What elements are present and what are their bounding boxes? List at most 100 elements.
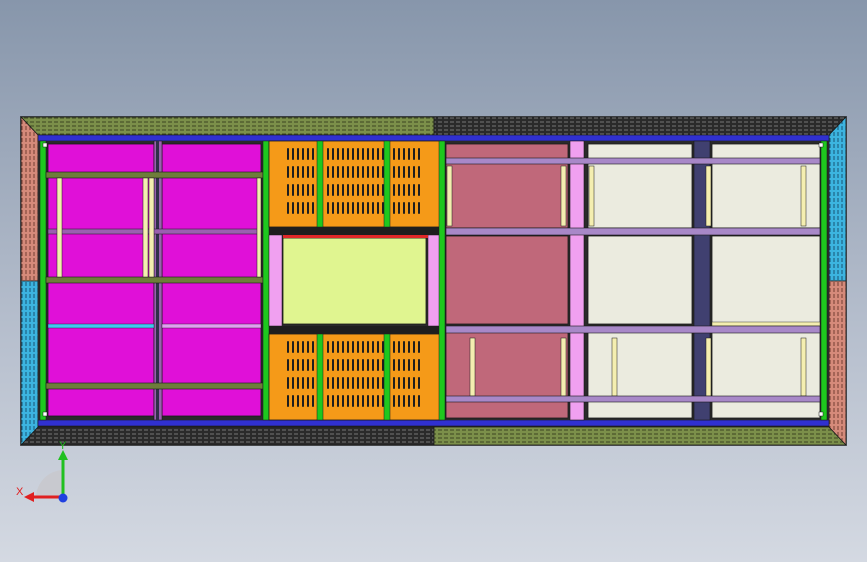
vent-slot xyxy=(372,184,374,196)
dark-crossbar-bottom xyxy=(269,326,441,334)
pale-post-1 xyxy=(56,177,63,278)
vent-slot xyxy=(357,202,359,214)
vent-slot xyxy=(312,166,314,178)
vent-slot xyxy=(287,184,289,196)
vent-slot xyxy=(382,359,384,371)
rose-post-4 xyxy=(560,337,567,397)
vent-slot xyxy=(357,377,359,389)
cream-post-6 xyxy=(800,337,807,397)
vent-slot xyxy=(398,341,400,353)
vent-slot xyxy=(403,184,405,196)
vent-slot xyxy=(312,377,314,389)
vent-slot xyxy=(403,202,405,214)
vent-slot xyxy=(307,341,309,353)
vent-slot xyxy=(413,166,415,178)
vent-slot xyxy=(393,395,395,407)
orange-panel-bottom xyxy=(268,333,442,421)
vent-slot xyxy=(377,166,379,178)
magenta-divider-horizontal xyxy=(47,228,262,235)
vent-slot xyxy=(382,341,384,353)
vent-slot xyxy=(362,359,364,371)
vent-slot xyxy=(377,148,379,160)
vent-slot xyxy=(352,202,354,214)
vent-slot xyxy=(337,148,339,160)
vent-slot xyxy=(352,184,354,196)
vent-slot xyxy=(297,202,299,214)
vent-slot xyxy=(292,359,294,371)
vent-slot xyxy=(342,166,344,178)
magenta-panel-tr xyxy=(161,143,262,231)
vent-slot xyxy=(403,359,405,371)
right-end-upper xyxy=(828,115,847,282)
vent-slot xyxy=(418,395,420,407)
vent-slot xyxy=(332,359,334,371)
vent-slot xyxy=(347,202,349,214)
vent-slot xyxy=(398,148,400,160)
vent-slot xyxy=(367,359,369,371)
rose-bay[interactable] xyxy=(445,140,585,421)
orange-bay-border-right xyxy=(438,140,446,421)
vent-slot xyxy=(327,148,329,160)
vent-slot xyxy=(342,202,344,214)
vent-slot xyxy=(418,148,420,160)
vent-slot xyxy=(408,377,410,389)
vent-slot xyxy=(312,202,314,214)
vent-slot xyxy=(357,341,359,353)
pale-post-3 xyxy=(148,177,155,278)
vent-slot xyxy=(297,184,299,196)
top-blue-rail xyxy=(37,134,830,142)
vent-slot xyxy=(297,341,299,353)
vent-slot xyxy=(347,395,349,407)
vent-slot xyxy=(352,359,354,371)
vent-slot xyxy=(292,341,294,353)
vent-slot xyxy=(367,166,369,178)
vent-slot xyxy=(418,341,420,353)
vent-slot xyxy=(352,166,354,178)
lime-panel xyxy=(282,237,427,325)
vent-slot xyxy=(292,166,294,178)
vent-slot xyxy=(357,184,359,196)
bottom-blue-rail xyxy=(37,419,830,427)
vent-slot xyxy=(302,184,304,196)
vent-slot xyxy=(372,395,374,407)
coordinate-triad[interactable]: X Y xyxy=(12,440,82,510)
top-border-right xyxy=(433,116,847,136)
lavender-rail-3 xyxy=(445,325,821,334)
vent-slot xyxy=(362,166,364,178)
vent-slot xyxy=(362,202,364,214)
vent-slot xyxy=(307,166,309,178)
vent-slot xyxy=(393,359,395,371)
vent-slot xyxy=(292,184,294,196)
vent-slot xyxy=(372,377,374,389)
vent-slot xyxy=(347,148,349,160)
cream-bay[interactable] xyxy=(587,140,828,421)
vent-slot xyxy=(398,166,400,178)
rose-post-2 xyxy=(560,165,567,227)
vent-slot xyxy=(302,359,304,371)
vent-slot xyxy=(377,341,379,353)
vent-slot xyxy=(377,359,379,371)
vent-slot xyxy=(342,359,344,371)
magenta-bay[interactable] xyxy=(39,140,270,421)
vent-slot xyxy=(312,359,314,371)
vent-slot xyxy=(408,359,410,371)
vent-slot xyxy=(287,148,289,160)
vent-slot xyxy=(342,377,344,389)
vent-slot xyxy=(327,341,329,353)
vent-slot xyxy=(327,184,329,196)
vent-slot xyxy=(352,377,354,389)
vent-slot xyxy=(413,202,415,214)
vent-slot xyxy=(413,148,415,160)
vent-slot xyxy=(292,202,294,214)
vent-slot xyxy=(307,359,309,371)
vent-slot xyxy=(342,395,344,407)
vent-slot xyxy=(408,395,410,407)
vent-slot xyxy=(302,166,304,178)
vent-slot xyxy=(377,377,379,389)
vent-slot xyxy=(382,202,384,214)
cyan-strip xyxy=(47,323,155,329)
vent-slot xyxy=(352,341,354,353)
vent-slot xyxy=(287,166,289,178)
orange-bay[interactable] xyxy=(268,140,446,421)
